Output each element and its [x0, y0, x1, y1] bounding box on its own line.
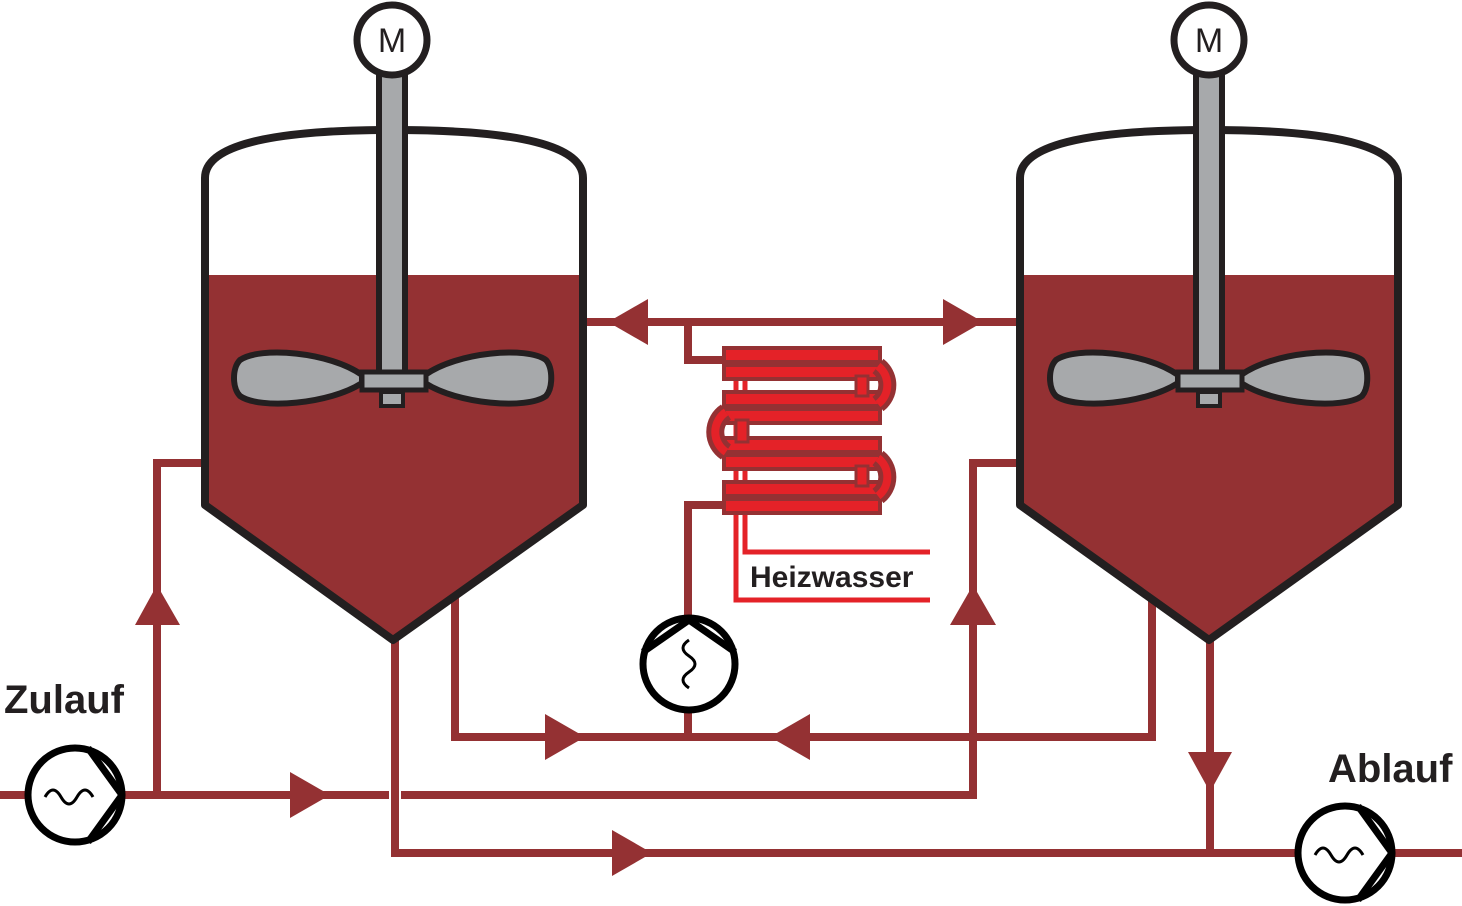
outlet-label: Ablauf — [1328, 747, 1453, 791]
recirculation-pipe-left — [451, 596, 1156, 741]
flow-arrow-icon — [612, 830, 652, 876]
agitator-hub — [1175, 369, 1245, 393]
riser-to-tank-left — [153, 459, 209, 799]
pump-triangle — [85, 745, 126, 845]
drain-tank-left — [391, 636, 1462, 857]
flow-arrow-icon — [545, 714, 585, 760]
heater-u-bend-inner — [875, 454, 892, 500]
tank-left: M — [201, 1, 587, 644]
tank-right: M — [1016, 1, 1402, 644]
heating-water-return — [733, 515, 930, 603]
pump-wave — [43, 788, 95, 806]
riser-to-tank-right — [969, 459, 1024, 799]
heater-tube — [722, 497, 882, 515]
heater-connector — [734, 418, 750, 444]
flow-arrow-icon — [135, 585, 180, 625]
pump-wave — [681, 638, 697, 690]
pump-triangle — [641, 616, 737, 655]
pump-wave — [1313, 846, 1365, 864]
agitator-blade-left — [231, 349, 365, 407]
heater-tube — [722, 346, 882, 364]
agitator-tip — [379, 390, 405, 408]
inlet-label: Zulauf — [4, 678, 125, 722]
inlet-pump — [24, 744, 126, 846]
heater-to-header-pipe — [684, 318, 726, 364]
heating-water-supply — [742, 515, 930, 555]
heater-connector — [854, 374, 870, 398]
circulation-pump — [639, 614, 739, 714]
heating-water-label: Heizwasser — [750, 561, 914, 594]
flow-arrow-icon — [1188, 752, 1232, 792]
outlet-pump — [1294, 802, 1396, 904]
heater-u-bend-inner — [711, 408, 729, 456]
heater-u-bend-inner — [875, 362, 892, 408]
agitator-shaft — [376, 67, 408, 385]
flow-arrows — [135, 299, 1232, 876]
agitator-blade-right — [422, 349, 555, 407]
pump-icon — [1294, 802, 1396, 904]
agitator-tip — [1196, 390, 1222, 408]
agitator-hub — [359, 369, 429, 393]
flow-arrow-icon — [943, 299, 983, 345]
agitator-blade-right — [1238, 349, 1371, 407]
motor-icon — [1170, 1, 1248, 79]
flow-arrow-icon — [950, 585, 996, 625]
motor-icon — [353, 1, 431, 79]
heat-exchanger-icon: Heizwasser — [706, 346, 930, 603]
heater-connector — [854, 464, 870, 488]
agitator-shaft — [1193, 67, 1225, 385]
pump-to-heater-pipe — [684, 501, 726, 624]
flow-arrow-icon — [608, 299, 648, 345]
pump-triangle — [1355, 803, 1396, 903]
flow-arrow-icon — [290, 772, 330, 818]
motor-left-label: M — [378, 22, 406, 60]
pump-icon — [24, 744, 126, 846]
pump-icon — [639, 614, 739, 714]
motor-right-label: M — [1195, 22, 1223, 60]
flow-arrow-icon — [770, 714, 810, 760]
agitator-blade-left — [1047, 349, 1181, 407]
